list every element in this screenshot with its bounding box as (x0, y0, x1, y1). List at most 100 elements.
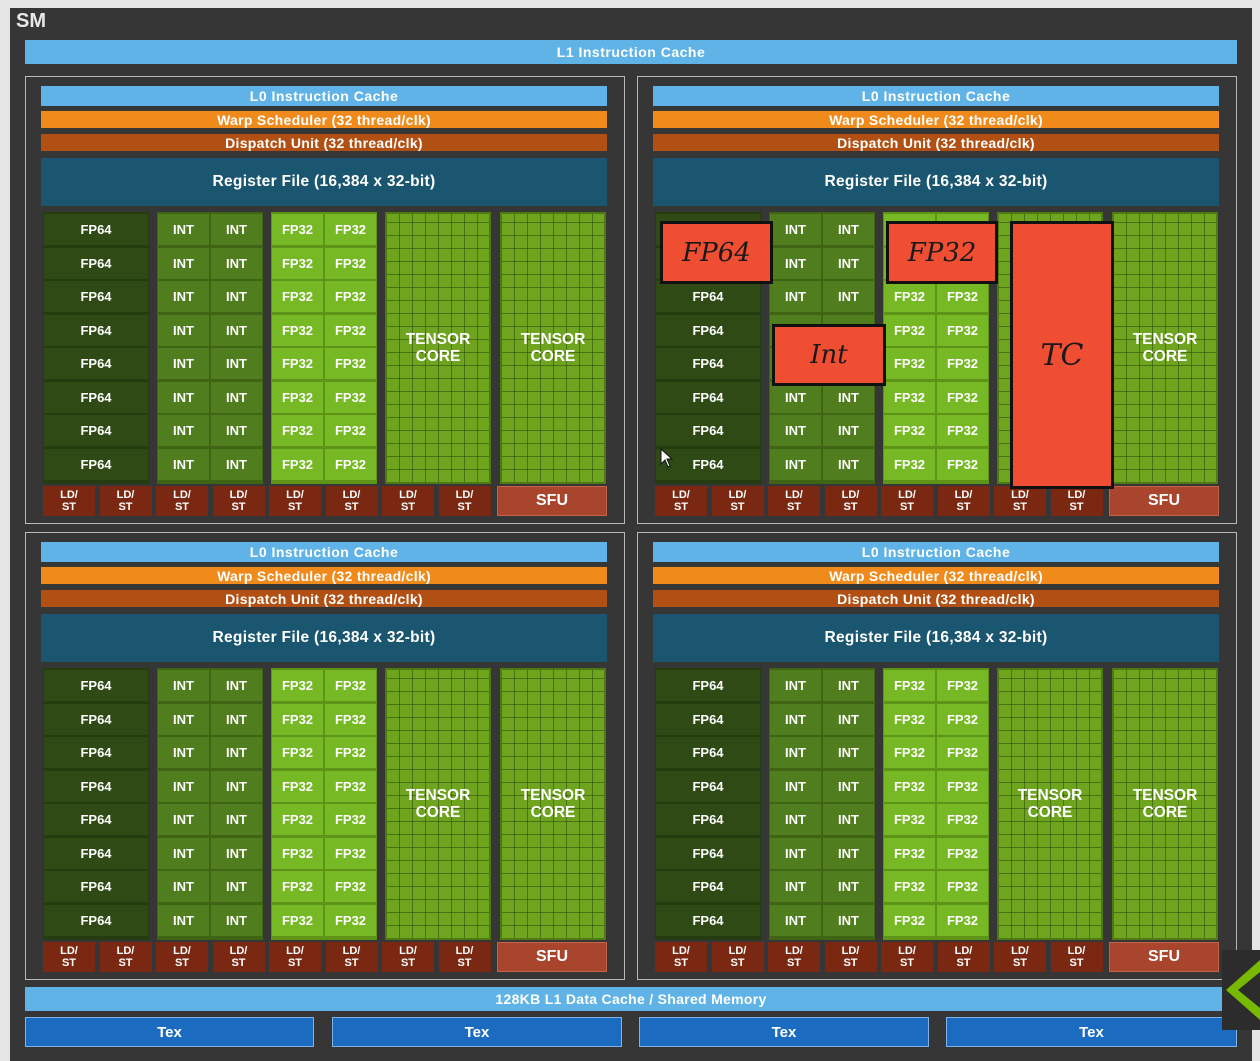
ld-st-unit: LD/ ST (1050, 942, 1103, 972)
int-unit: INT (158, 248, 209, 279)
int-unit: INT (158, 704, 209, 735)
tensor-core: TENSOR CORE (385, 212, 491, 484)
dispatch-unit: Dispatch Unit (32 thread/clk) (653, 134, 1219, 151)
fp32-unit: FP32 (272, 415, 323, 446)
fp64-unit: FP64 (44, 214, 148, 245)
ld-st-unit: LD/ ST (881, 942, 933, 972)
fp64-unit: FP64 (44, 415, 148, 446)
fp32-unit: FP32 (272, 248, 323, 279)
fp32-unit: FP32 (937, 804, 988, 835)
fp32-unit: FP32 (325, 771, 376, 802)
ld-st-unit: LD/ ST (768, 486, 820, 516)
int-unit: INT (770, 804, 821, 835)
fp64-unit: FP64 (44, 704, 148, 735)
fp32-unit: FP32 (937, 771, 988, 802)
ld-st-unit: LD/ ST (881, 486, 933, 516)
int-unit: INT (823, 449, 874, 480)
fp64-unit: FP64 (44, 804, 148, 835)
fp32-unit: FP32 (325, 214, 376, 245)
int-unit: INT (158, 315, 209, 346)
fp32-unit: FP32 (325, 670, 376, 701)
ld-st-unit: LD/ ST (655, 942, 707, 972)
tensor-core: TENSOR CORE (385, 668, 491, 940)
fp32-unit: FP32 (325, 281, 376, 312)
fp32-unit: FP32 (272, 281, 323, 312)
int-unit: INT (211, 838, 262, 869)
fp32-unit: FP32 (937, 348, 988, 379)
l0-instruction-cache: L0 Instruction Cache (41, 542, 607, 562)
int-unit: INT (770, 771, 821, 802)
fp32-unit: FP32 (937, 670, 988, 701)
sfu-unit: SFU (497, 942, 607, 972)
ld-st-unit: LD/ ST (937, 942, 990, 972)
fp32-unit: FP32 (884, 838, 935, 869)
fp64-unit: FP64 (656, 905, 760, 936)
int-unit: INT (823, 838, 874, 869)
fp32-unit: FP32 (325, 382, 376, 413)
fp32-unit: FP32 (272, 737, 323, 768)
warp-scheduler: Warp Scheduler (32 thread/clk) (653, 567, 1219, 584)
ld-st-unit: LD/ ST (438, 486, 491, 516)
fp64-unit: FP64 (656, 348, 760, 379)
ld-st-unit: LD/ ST (156, 486, 208, 516)
fp64-unit: FP64 (656, 449, 760, 480)
fp32-unit: FP32 (884, 348, 935, 379)
int-unit: INT (158, 804, 209, 835)
register-file: Register File (16,384 x 32-bit) (41, 158, 607, 206)
fp64-unit: FP64 (656, 871, 760, 902)
sm-diagram: SM L1 Instruction Cache L0 Instruction C… (10, 8, 1252, 1061)
ld-st-unit: LD/ ST (325, 942, 378, 972)
fp32-unit: FP32 (325, 348, 376, 379)
warp-scheduler: Warp Scheduler (32 thread/clk) (41, 567, 607, 584)
ld-st-unit: LD/ ST (711, 942, 764, 972)
int-unit: INT (211, 315, 262, 346)
processing-block (25, 76, 625, 524)
l1-instruction-cache: L1 Instruction Cache (25, 40, 1237, 64)
fp32-unit: FP32 (937, 415, 988, 446)
fp32-unit: FP32 (272, 704, 323, 735)
int-unit: INT (158, 737, 209, 768)
fp32-unit: FP32 (272, 315, 323, 346)
fp32-unit: FP32 (884, 804, 935, 835)
fp64-unit: FP64 (656, 281, 760, 312)
int-unit: INT (211, 804, 262, 835)
int-unit: INT (211, 281, 262, 312)
dispatch-unit: Dispatch Unit (32 thread/clk) (653, 590, 1219, 607)
fp32-unit: FP32 (272, 871, 323, 902)
fp64-unit: FP64 (44, 315, 148, 346)
tensor-core: TENSOR CORE (1112, 212, 1218, 484)
warp-scheduler: Warp Scheduler (32 thread/clk) (653, 111, 1219, 128)
fp32-unit: FP32 (937, 382, 988, 413)
fp64-unit: FP64 (656, 771, 760, 802)
fp64-unit: FP64 (656, 838, 760, 869)
fp32-unit: FP32 (937, 871, 988, 902)
int-unit: INT (211, 871, 262, 902)
tex-unit: Tex (639, 1017, 929, 1047)
sfu-unit: SFU (497, 486, 607, 516)
fp64-unit: FP64 (656, 315, 760, 346)
fp32-unit: FP32 (325, 737, 376, 768)
int-unit: INT (770, 670, 821, 701)
fp32-unit: FP32 (325, 804, 376, 835)
register-file: Register File (16,384 x 32-bit) (653, 614, 1219, 662)
int-unit: INT (770, 737, 821, 768)
int-unit: INT (158, 905, 209, 936)
fp32-unit: FP32 (884, 704, 935, 735)
int-unit: INT (158, 871, 209, 902)
fp64-unit: FP64 (44, 248, 148, 279)
int-unit: INT (823, 382, 874, 413)
int-unit: INT (770, 704, 821, 735)
fp32-unit: FP32 (937, 838, 988, 869)
fp32-unit: FP32 (884, 449, 935, 480)
ld-st-unit: LD/ ST (824, 942, 877, 972)
fp64-unit: FP64 (44, 382, 148, 413)
int-unit: INT (770, 871, 821, 902)
fp64-unit: FP64 (44, 871, 148, 902)
sm-title: SM (16, 9, 46, 32)
ld-st-unit: LD/ ST (325, 486, 378, 516)
tc-annotation: TC (1010, 221, 1114, 489)
int-unit: INT (823, 214, 874, 245)
int-unit: INT (211, 905, 262, 936)
ld-st-unit: LD/ ST (1050, 486, 1103, 516)
l0-instruction-cache: L0 Instruction Cache (653, 86, 1219, 106)
